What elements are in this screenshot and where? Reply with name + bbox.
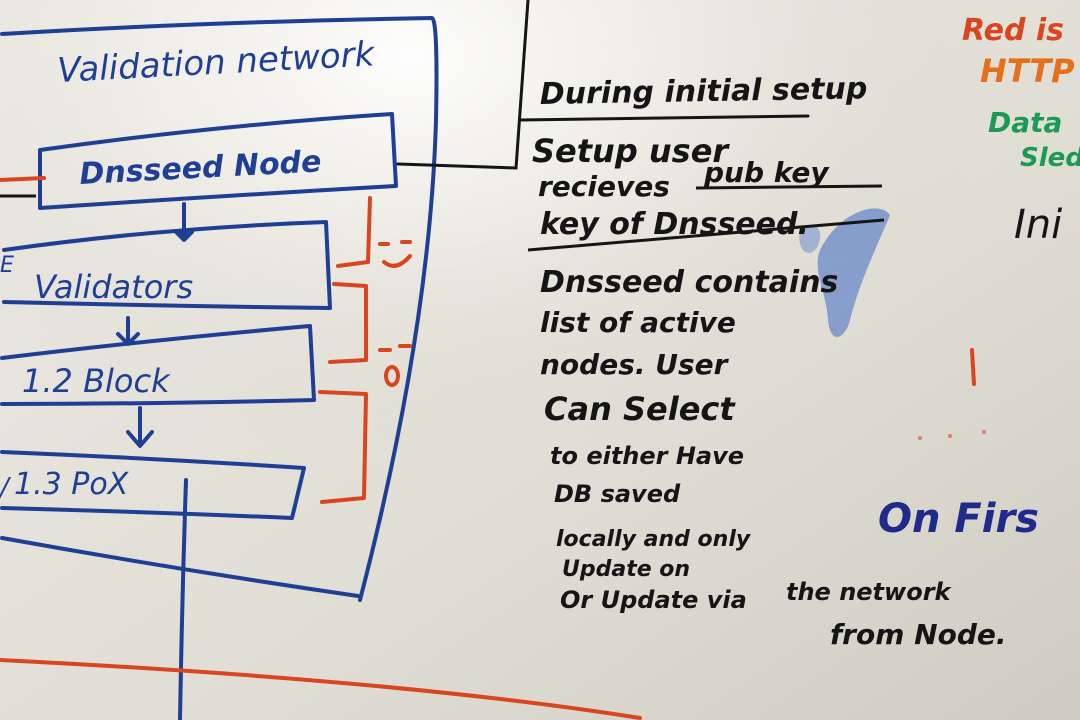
- blue-smudge: [799, 208, 890, 337]
- arrow-dnsseed-validators: [174, 202, 194, 242]
- red-legend-text: Red is: [962, 13, 1064, 48]
- red-dots: [918, 430, 986, 440]
- notes-line-1: Setup user: [532, 132, 730, 170]
- pox-box: [0, 450, 306, 520]
- connector-to-notes: [396, 0, 810, 170]
- blue-partial-text: On Firs: [878, 496, 1039, 542]
- dnsseed-node-box: [38, 112, 398, 210]
- outer-container-frame: [0, 16, 439, 602]
- notes-line-12: Update on: [562, 557, 690, 582]
- red-legend-text-2: HTTP: [980, 52, 1075, 90]
- notes-line-2: recieves: [538, 170, 670, 203]
- validators-box: [2, 220, 332, 310]
- node-label-validators: Validators: [34, 268, 193, 306]
- notes-line-6: list of active: [540, 306, 736, 339]
- notes-underlines: [527, 184, 885, 252]
- node-label-pox: 1.3 PoX: [14, 467, 130, 502]
- notes-line-9: to either Have: [550, 442, 744, 470]
- left-marker: E: [0, 253, 14, 278]
- red-baseline: [0, 658, 642, 720]
- red-brackets: [0, 176, 976, 720]
- validation-network-diagram: [0, 16, 439, 720]
- block-box: [0, 324, 316, 406]
- notes-line-11: locally and only: [556, 527, 752, 552]
- green-legend-text: Data: [988, 106, 1062, 139]
- notes-line-3: pub key: [703, 156, 830, 189]
- arrow-validators-block: [116, 316, 140, 346]
- notes-line-8: Can Select: [544, 390, 736, 428]
- green-legend-text-2: Sled: [1020, 143, 1080, 173]
- node-label-block: 1.2 Block: [22, 362, 171, 400]
- line-from-pox: [178, 478, 188, 720]
- notes-line-14: Or Update via: [560, 586, 747, 614]
- notes-line-5: Dnsseed contains: [540, 265, 838, 300]
- notes-line-15: from Node.: [830, 618, 1007, 651]
- notes-heading: During initial setup: [540, 71, 868, 112]
- black-partial-text: Ini: [1014, 202, 1062, 248]
- notes-line-7: nodes. User: [540, 348, 730, 381]
- notes-line-10: DB saved: [554, 480, 681, 508]
- outer-container-bottom: [0, 536, 360, 598]
- notes-line-13: the network: [786, 578, 953, 606]
- arrow-block-pox: [126, 406, 154, 448]
- notes-column: During initial setup Setup user recieves…: [532, 71, 1007, 651]
